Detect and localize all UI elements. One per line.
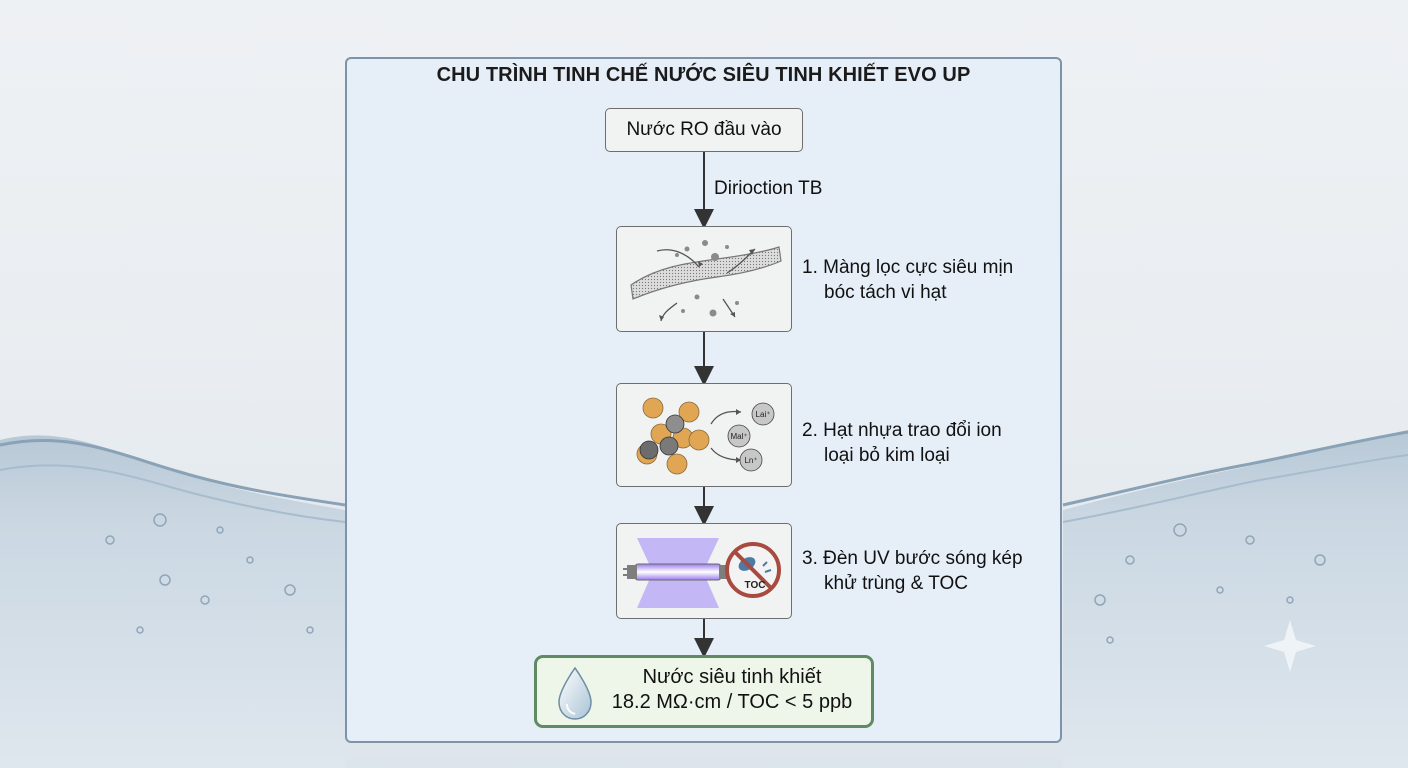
output-label-line1: Nước siêu tinh khiết <box>642 666 822 688</box>
membrane-filter-icon <box>630 240 782 322</box>
step1-label-line1: 1. Màng lọc cực siêu mịn <box>802 257 1014 278</box>
ion-label-1: Lai⁺ <box>756 410 771 419</box>
step1-node <box>616 226 792 332</box>
ion-exchange-resin-icon: Lai⁺ Mal⁺ Ln⁺ <box>636 397 775 475</box>
arrow-annotation: Diriocti­on TB <box>714 178 823 199</box>
output-label: Nước siêu tinh khiết 18.2 MΩ·cm / TOC < … <box>600 665 864 715</box>
output-node <box>534 655 874 728</box>
water-drop-icon <box>558 666 592 720</box>
step2-node: Lai⁺ Mal⁺ Ln⁺ <box>616 383 792 487</box>
output-label-line2: 18.2 MΩ·cm / TOC < 5 ppb <box>611 691 853 713</box>
step3-label-line1: 3. Đèn UV bước sóng kép <box>802 548 1023 569</box>
step2-label-line2: loại bỏ kim loại <box>824 445 950 466</box>
toc-badge: TOC <box>745 580 766 591</box>
step3-label: 3. Đèn UV bước sóng kép khử trùng & TOC <box>802 546 1023 596</box>
step3-label-line2: khử trùng & TOC <box>824 573 969 594</box>
uv-lamp-icon: TOC <box>623 538 781 608</box>
step1-label-line2: bóc tách vi hạt <box>824 282 947 303</box>
step1-label: 1. Màng lọc cực siêu mịn bóc tách vi hạt <box>802 255 1013 305</box>
ion-label-3: Ln⁺ <box>744 456 757 465</box>
input-node-label: Nước RO đầu vào <box>626 119 782 140</box>
input-node: Nước RO đầu vào <box>605 108 803 152</box>
diagram-title: CHU TRÌNH TINH CHẾ NƯỚC SIÊU TINH KHIẾT … <box>436 64 971 86</box>
ion-label-2: Mal⁺ <box>730 432 747 441</box>
step2-label-line1: 2. Hạt nhựa trao đổi ion <box>802 420 1002 441</box>
step2-label: 2. Hạt nhựa trao đổi ion loại bỏ kim loạ… <box>802 418 1002 468</box>
step3-node: TOC <box>616 523 792 619</box>
